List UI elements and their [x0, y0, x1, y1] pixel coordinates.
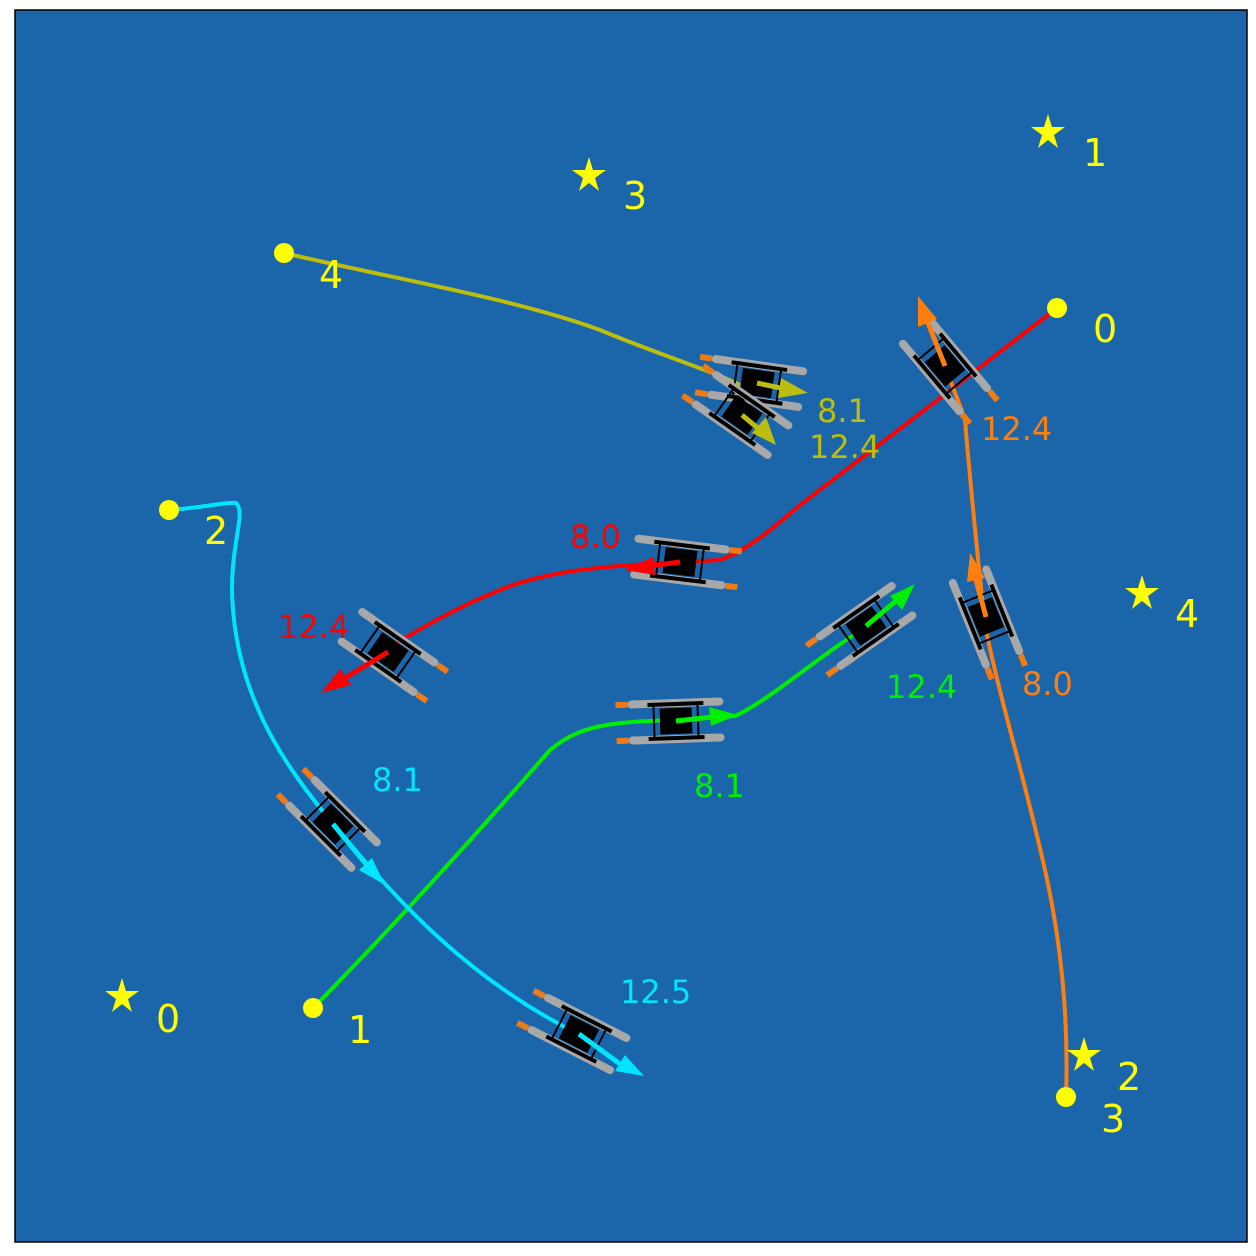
arrow-olive-2 — [740, 413, 776, 445]
start-point-4 — [274, 243, 294, 263]
start-point-3 — [1056, 1087, 1076, 1107]
goal-label-2: 2 — [1117, 1055, 1141, 1099]
goal-star-0 — [105, 978, 139, 1012]
trajectories — [169, 251, 1069, 1098]
goal-star-2 — [1067, 1037, 1101, 1071]
water-area — [14, 9, 1248, 1243]
goal-stars: 0 1 2 3 4 — [105, 114, 1199, 1099]
time-label-orange-1: 8.0 — [1022, 665, 1073, 703]
heading-arrows — [321, 296, 989, 1076]
time-label-olive-1: 8.1 — [817, 392, 868, 430]
goal-star-1 — [1031, 114, 1065, 148]
start-label-1: 1 — [348, 1008, 372, 1052]
start-point-2 — [159, 500, 179, 520]
arrow-orange-1 — [967, 553, 989, 618]
goal-label-3: 3 — [623, 174, 647, 218]
time-label-olive-2: 12.4 — [809, 428, 880, 466]
start-label-2: 2 — [204, 509, 228, 553]
start-point-0 — [1047, 298, 1067, 318]
arrow-cyan-2 — [577, 1031, 644, 1076]
start-label-3: 3 — [1101, 1097, 1125, 1141]
time-label-red-1: 8.0 — [570, 518, 621, 556]
time-label-green-2: 12.4 — [886, 668, 957, 706]
arrow-green-1 — [675, 707, 738, 726]
time-label-green-1: 8.1 — [694, 767, 745, 805]
goal-star-4 — [1125, 575, 1159, 609]
time-labels: 8.0 12.4 8.1 12.4 8.1 12.5 8.0 12.4 8.1 … — [278, 392, 1073, 1011]
arrow-cyan-1 — [331, 822, 385, 885]
goal-label-1: 1 — [1083, 131, 1107, 175]
goal-label-0: 0 — [156, 997, 180, 1041]
trajectory-red — [383, 306, 1059, 652]
time-label-cyan-1: 8.1 — [372, 761, 423, 799]
time-label-cyan-2: 12.5 — [620, 973, 691, 1011]
start-point-1 — [303, 998, 323, 1018]
arrow-red-1 — [624, 557, 681, 575]
goal-star-3 — [572, 157, 606, 191]
start-label-4: 4 — [319, 253, 343, 297]
arrow-green-2 — [864, 584, 915, 628]
arrow-red-2 — [321, 649, 390, 693]
start-label-0: 0 — [1093, 307, 1117, 351]
time-label-orange-2: 12.4 — [981, 410, 1052, 448]
arrow-olive-1 — [756, 378, 808, 398]
trajectory-cyan — [169, 500, 581, 1037]
arrow-orange-2 — [918, 296, 948, 367]
time-label-red-2: 12.4 — [278, 608, 349, 646]
goal-label-4: 4 — [1175, 592, 1199, 636]
start-points: 0 1 2 3 4 — [159, 243, 1125, 1141]
